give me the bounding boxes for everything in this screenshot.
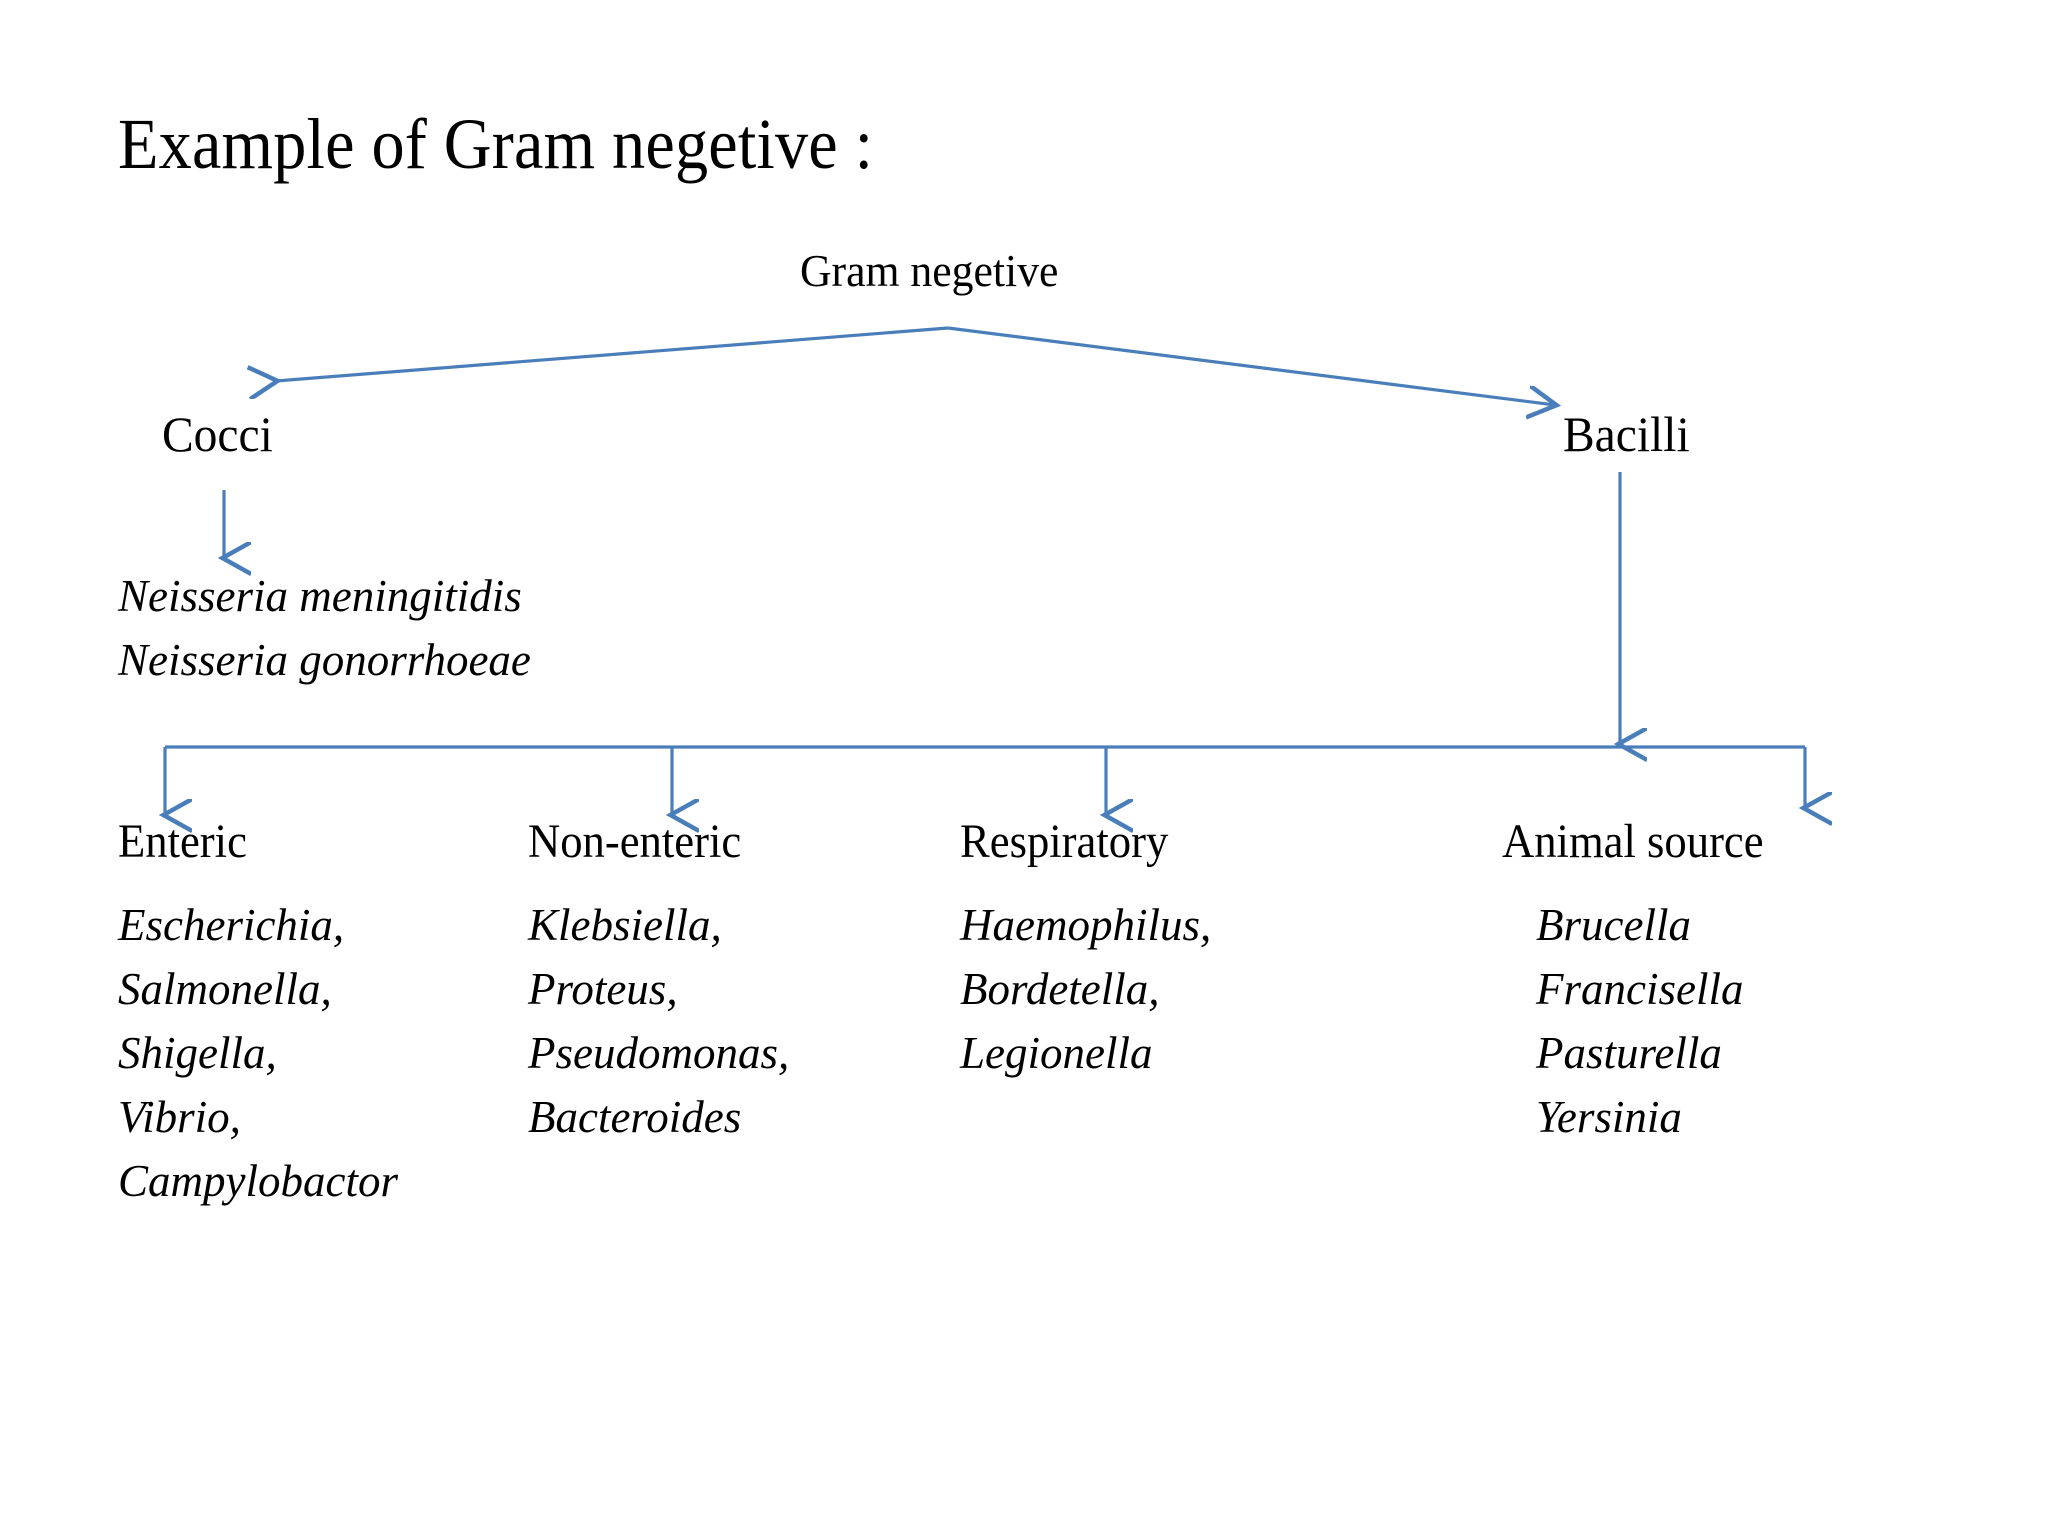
node-bacilli: Bacilli xyxy=(1563,406,1690,462)
group-header-animal-source: Animal source xyxy=(1502,815,1764,868)
list-item: Klebsiella, xyxy=(528,900,722,950)
group-column-respiratory: Respiratory Haemophilus, Bordetella, Leg… xyxy=(960,818,1211,1086)
list-item: Francisella xyxy=(1536,963,1744,1014)
group-species-list-enteric: Escherichia, Salmonella, Shigella, Vibri… xyxy=(118,894,398,1213)
list-item: Bacteroides xyxy=(528,1091,742,1142)
group-species-list-animal-source: Brucella Francisella Pasturella Yersinia xyxy=(1502,894,1783,1150)
group-header-respiratory: Respiratory xyxy=(960,815,1169,868)
list-item: Shigella, xyxy=(118,1027,277,1078)
list-item: Legionella xyxy=(960,1027,1153,1078)
node-gram-negetive-root: Gram negetive xyxy=(800,245,1059,296)
group-species-list-respiratory: Haemophilus, Bordetella, Legionella xyxy=(960,894,1211,1086)
arrow-root-to-cocci xyxy=(276,326,949,381)
list-item: Neisseria meningitidis xyxy=(118,571,522,621)
list-item: Neisseria gonorrhoeae xyxy=(118,634,531,685)
group-column-animal-source: Animal source Brucella Francisella Pastu… xyxy=(1502,818,1783,1150)
group-header-enteric: Enteric xyxy=(118,815,247,868)
list-item: Proteus, xyxy=(528,963,678,1014)
list-item: Vibrio, xyxy=(118,1091,241,1142)
arrow-root-to-bacilli xyxy=(947,326,1555,405)
list-item: Haemophilus, xyxy=(960,900,1212,950)
page-title: Example of Gram negetive : xyxy=(118,104,874,184)
cocci-species-list: Neisseria meningitidis Neisseria gonorrh… xyxy=(118,565,531,693)
node-cocci: Cocci xyxy=(162,406,273,462)
group-header-non-enteric: Non-enteric xyxy=(528,815,742,868)
list-item: Campylobactor xyxy=(118,1155,398,1206)
group-column-enteric: Enteric Escherichia, Salmonella, Shigell… xyxy=(118,818,398,1213)
list-item: Salmonella, xyxy=(118,963,332,1014)
list-item: Yersinia xyxy=(1536,1091,1682,1142)
list-item: Escherichia, xyxy=(118,900,345,950)
group-species-list-non-enteric: Klebsiella, Proteus, Pseudomonas, Bacter… xyxy=(528,894,789,1150)
list-item: Bordetella, xyxy=(960,963,1160,1014)
list-item: Pseudomonas, xyxy=(528,1027,790,1078)
list-item: Pasturella xyxy=(1536,1027,1722,1078)
list-item: Brucella xyxy=(1536,900,1691,950)
group-column-non-enteric: Non-enteric Klebsiella, Proteus, Pseudom… xyxy=(528,818,789,1150)
